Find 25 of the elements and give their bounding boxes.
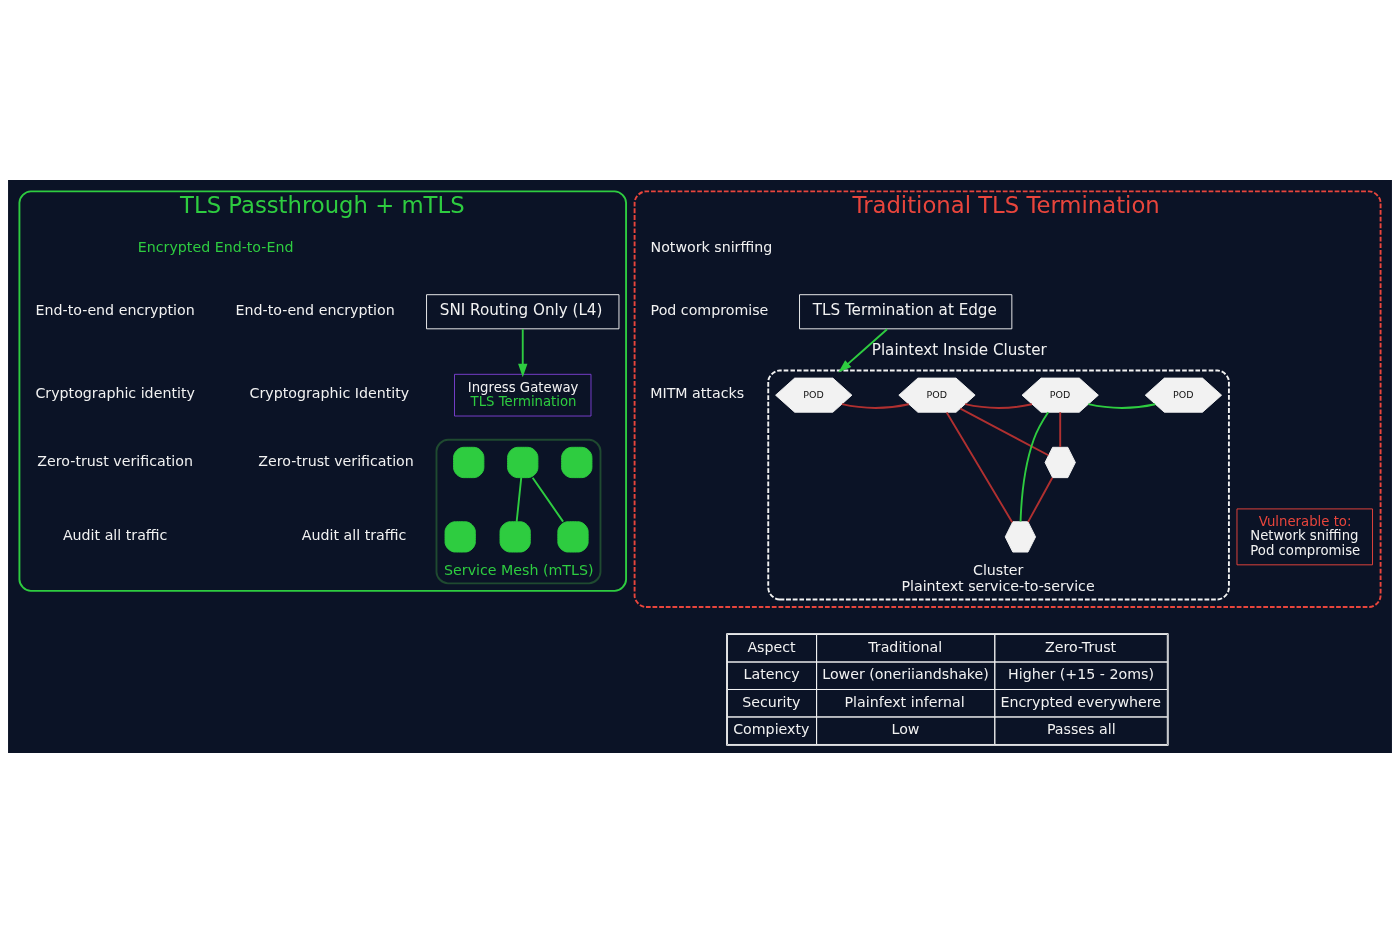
label: Plainfext infernal [844,693,965,710]
label: Zero-Trust [1045,638,1117,655]
label: Pod compromise [650,302,769,319]
label: Notwork snirffing [650,238,773,255]
label: Audit all traffic [62,527,168,544]
label: MITM attacks [650,385,745,402]
label: End-to-end encryption [35,302,195,319]
label: Latency [743,666,800,683]
label: Encrypted End-to-End [137,238,294,255]
label: Security [742,693,801,710]
label: Passes all [1046,721,1116,738]
label: Zero-trust verification [37,452,193,469]
label: Audit all traffic [301,527,407,544]
label: Low [891,721,920,738]
label: Higher (+15 - 2oms) [1008,666,1154,683]
edge-label: Plaintext Inside Cluster [871,341,1047,360]
label: End-to-end encryption [235,302,395,319]
label: Cryptographic identity [35,385,195,402]
label: Compiexty [733,721,810,738]
label: Lower (oneriiandshake) [822,666,989,683]
label: Encrypted everywhere [1000,693,1162,710]
label: Cryptographic Identity [249,385,410,402]
label: Traditional [868,638,943,655]
label: Zero-trust verification [258,452,414,469]
label: Aspect [747,638,796,655]
